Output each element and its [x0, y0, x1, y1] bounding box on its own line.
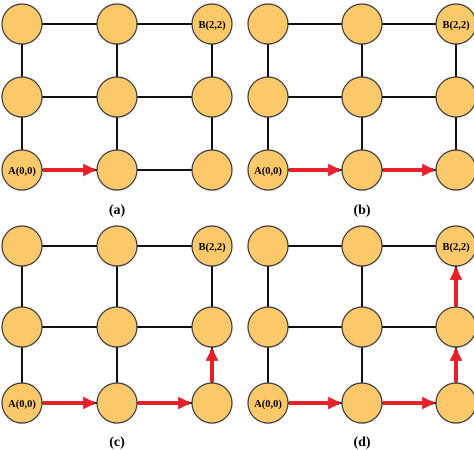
grid-node	[96, 225, 138, 267]
panel-caption: (d)	[353, 435, 370, 450]
grid-node	[191, 149, 233, 191]
grid-node	[247, 306, 289, 348]
grid-node	[1, 225, 43, 267]
panel-a: A(0,0) B(2,2) (a)	[1, 3, 233, 218]
start-node-label: A(0,0)	[254, 399, 282, 410]
panel-caption: (b)	[353, 203, 370, 218]
grid-node	[1, 149, 43, 191]
panel-c: A(0,0) B(2,2) (c)	[1, 225, 233, 450]
grid-node	[247, 382, 289, 424]
panel-caption: (c)	[109, 435, 125, 450]
panel-caption: (a)	[109, 203, 126, 218]
grid-node	[435, 149, 474, 191]
panel-d: A(0,0) B(2,2) (d)	[247, 225, 474, 450]
grid-node	[1, 76, 43, 118]
grid-node	[247, 225, 289, 267]
grid-node	[96, 382, 138, 424]
panel-b: A(0,0) B(2,2) (b)	[247, 3, 474, 218]
grid-node	[1, 3, 43, 45]
grid-node	[191, 225, 233, 267]
grid-node	[96, 3, 138, 45]
end-node-label: B(2,2)	[442, 242, 470, 253]
end-node-label: B(2,2)	[442, 20, 470, 31]
grid-node	[435, 3, 474, 45]
end-node-label: B(2,2)	[198, 20, 226, 31]
grid-node	[435, 382, 474, 424]
start-node-label: A(0,0)	[8, 399, 36, 410]
grid-node	[191, 306, 233, 348]
grid-node	[341, 306, 383, 348]
start-node-label: A(0,0)	[254, 166, 282, 177]
grid-node	[191, 382, 233, 424]
grid-node	[96, 149, 138, 191]
grid-node	[191, 76, 233, 118]
grid-node	[96, 306, 138, 348]
grid-node	[341, 149, 383, 191]
start-node-label: A(0,0)	[8, 166, 36, 177]
grid-node	[247, 76, 289, 118]
grid-node	[341, 382, 383, 424]
grid-node	[435, 306, 474, 348]
grid-node	[341, 225, 383, 267]
grid-node	[247, 149, 289, 191]
grid-node	[247, 3, 289, 45]
grid-node	[435, 76, 474, 118]
grid-node	[341, 76, 383, 118]
grid-node	[96, 76, 138, 118]
grid-node	[1, 382, 43, 424]
grid-node	[1, 306, 43, 348]
end-node-label: B(2,2)	[198, 242, 226, 253]
grid-node	[435, 225, 474, 267]
grid-node	[191, 3, 233, 45]
grid-node	[341, 3, 383, 45]
